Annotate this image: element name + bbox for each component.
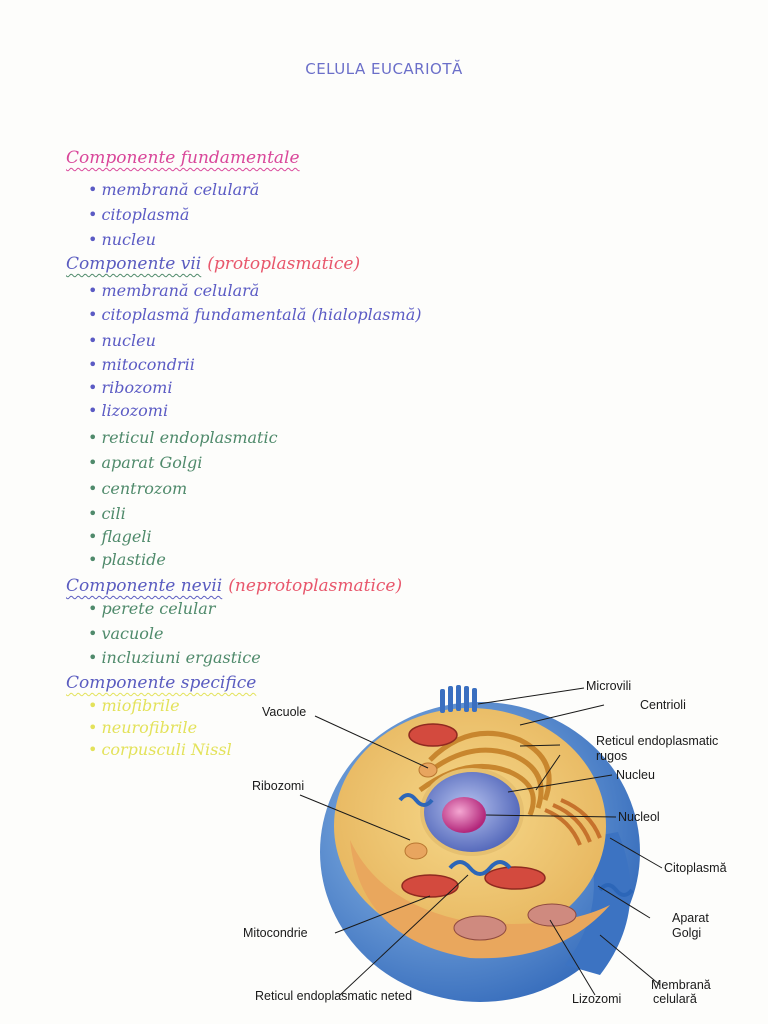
label-lizozomi: Lizozomi	[572, 992, 621, 1006]
list-item: aparat Golgi	[88, 453, 202, 472]
list-item: nucleu	[88, 230, 155, 249]
list-item: neurofibrile	[88, 718, 197, 737]
list-item: citoplasmă fundamentală (hialoplasmă)	[88, 305, 421, 324]
label-rer-1: Reticul endoplasmatic	[596, 734, 718, 748]
list-item: cili	[88, 504, 125, 523]
label-microvili: Microvili	[586, 679, 631, 693]
label-vacuole: Vacuole	[262, 705, 306, 719]
label-rer-2: rugos	[596, 749, 627, 763]
list-item: incluziuni ergastice	[88, 648, 260, 667]
section-paren-vii: (protoplasmatice)	[207, 254, 361, 274]
list-item: membrană celulară	[88, 281, 259, 300]
leader-lines	[299, 687, 663, 996]
list-item: reticul endoplasmatic	[88, 428, 277, 447]
section-heading-specifice: Componente specifice	[66, 673, 257, 693]
section-heading-vii: Componente vii(protoplasmatice)	[66, 254, 361, 274]
label-nucleu: Nucleu	[616, 768, 655, 782]
smooth-er	[398, 793, 634, 897]
section-heading-nevii: Componente nevii(neprotoplasmatice)	[66, 576, 403, 596]
label-ser: Reticul endoplasmatic neted	[255, 989, 412, 1003]
list-item: ribozomi	[88, 378, 172, 397]
list-item: mitocondrii	[88, 355, 194, 374]
lysosomes	[453, 903, 577, 941]
list-item: flageli	[88, 527, 151, 546]
label-ribozomi: Ribozomi	[252, 779, 304, 793]
label-membrana-1: Membrană	[651, 978, 711, 992]
list-item: membrană celulară	[88, 180, 259, 199]
list-item: citoplasmă	[88, 205, 189, 224]
section-heading-fundamentale: Componente fundamentale	[66, 148, 300, 168]
label-nucleol: Nucleol	[618, 810, 660, 824]
vacuoles	[404, 762, 438, 860]
label-centrioli: Centrioli	[640, 698, 686, 712]
label-citoplasma: Citoplasmă	[664, 861, 727, 875]
page-title: CELULA EUCARIOTĂ	[305, 60, 463, 78]
label-mitocondrie: Mitocondrie	[243, 926, 308, 940]
golgi-apparatus	[544, 798, 602, 846]
list-item: nucleu	[88, 331, 155, 350]
mitochondria	[401, 723, 546, 898]
list-item: plastide	[88, 550, 165, 569]
label-membrana-2: celulară	[653, 992, 697, 1006]
list-item: vacuole	[88, 624, 163, 643]
list-item: centrozom	[88, 479, 187, 498]
label-aparat-1: Aparat	[672, 911, 709, 925]
list-item: corpusculi Nissl	[88, 740, 231, 759]
list-item: miofibrile	[88, 696, 179, 715]
section-paren-nevii: (neprotoplasmatice)	[228, 576, 403, 596]
list-item: perete celular	[88, 599, 215, 618]
label-aparat-2: Golgi	[672, 926, 701, 940]
microvilli	[440, 685, 477, 713]
list-item: lizozomi	[88, 401, 168, 420]
nucleus	[420, 768, 524, 856]
